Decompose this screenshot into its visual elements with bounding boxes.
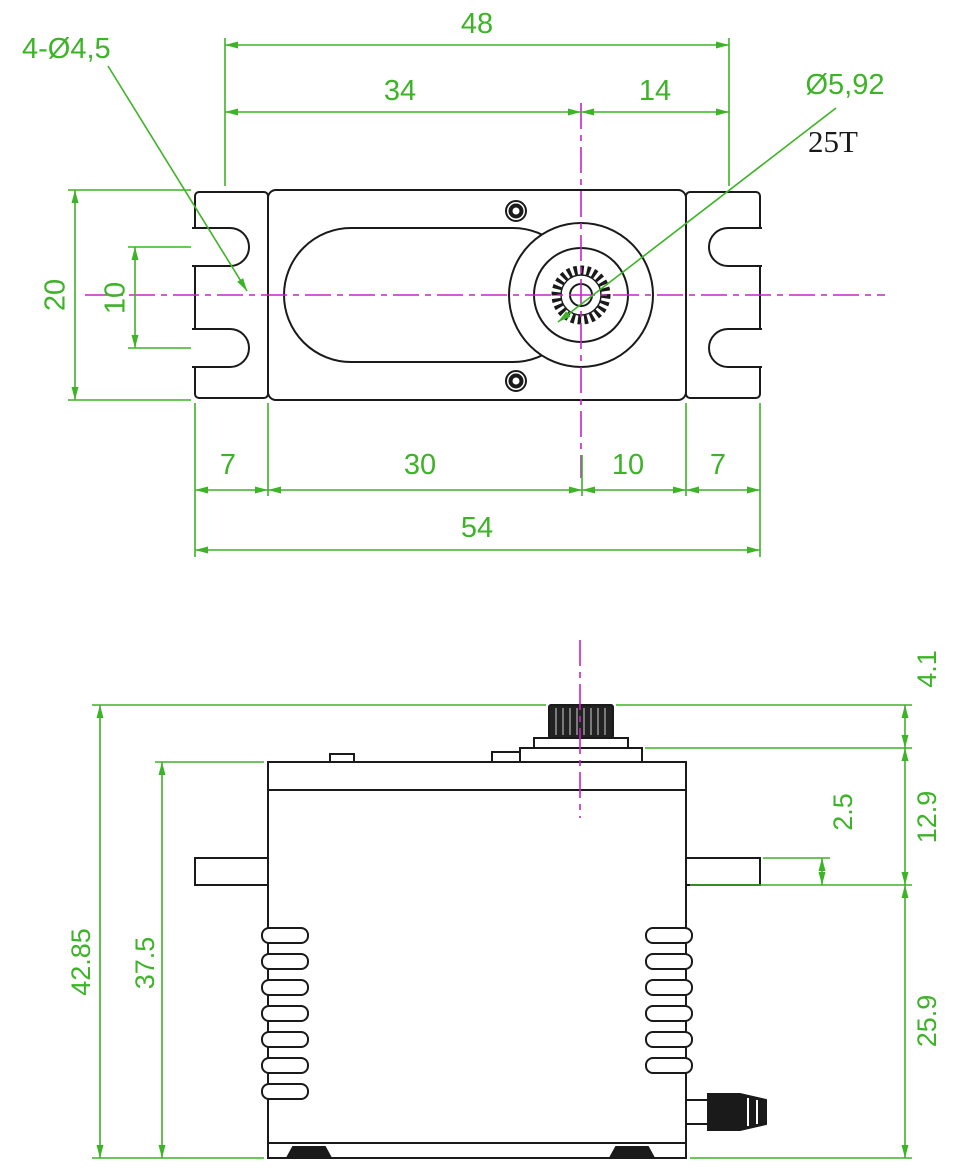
centerlines xyxy=(85,103,885,818)
cooling-fin xyxy=(261,1031,309,1048)
output-spline xyxy=(548,704,614,739)
servo-body-side-outline xyxy=(267,761,687,1159)
dim-label-25-9: 25.9 xyxy=(912,995,942,1048)
dim-label-20: 20 xyxy=(40,279,72,311)
connector-neck xyxy=(685,1099,709,1125)
cooling-fin xyxy=(261,979,309,996)
top-cap-tab-left xyxy=(329,753,355,763)
cooling-fin xyxy=(645,927,693,944)
leader-shaft-diameter xyxy=(557,107,837,323)
dim-label-shaft-diameter: Ø5,92 xyxy=(806,69,885,101)
spline-ridges xyxy=(555,708,606,735)
dim-label-10-slots: 10 xyxy=(100,282,132,314)
cooling-fin xyxy=(645,979,693,996)
cooling-fin xyxy=(645,1005,693,1022)
left-mount-flange-side xyxy=(194,857,269,886)
spline-teeth-label: 25T xyxy=(808,124,858,159)
screw-top-ring xyxy=(508,203,524,219)
dim-label-12-9: 12.9 xyxy=(912,791,942,844)
right-mount-flange-side xyxy=(685,857,761,886)
dim-label-10-bottom: 10 xyxy=(612,449,644,481)
dim-label-mount-holes: 4-Ø4,5 xyxy=(22,33,111,65)
left-tab-slot-lower xyxy=(192,328,250,368)
right-tab-slot-lower xyxy=(708,328,762,368)
dim-label-37-5: 37.5 xyxy=(130,937,160,990)
dim-label-2-5: 2.5 xyxy=(828,793,858,831)
dim-label-14: 14 xyxy=(639,75,671,107)
dim-label-34: 34 xyxy=(384,75,416,107)
dim-label-7-left: 7 xyxy=(220,449,236,481)
cooling-fin xyxy=(261,1083,309,1100)
dim-label-48: 48 xyxy=(461,8,493,40)
shaft-base-platform xyxy=(519,747,643,763)
screw-bottom-ring xyxy=(508,373,524,389)
cooling-fin xyxy=(261,1005,309,1022)
cooling-fin xyxy=(261,953,309,970)
cooling-fin xyxy=(261,927,309,944)
dim-label-42-85: 42.85 xyxy=(66,928,96,996)
cooling-fin xyxy=(645,1057,693,1074)
dimension-labels: 48 34 14 4-Ø4,5 Ø5,92 25T 20 10 7 30 10 … xyxy=(22,8,942,1047)
shaft-collar xyxy=(533,737,629,749)
dimension-lines xyxy=(68,38,912,1159)
cooling-fin xyxy=(645,1031,693,1048)
cooling-fin xyxy=(261,1057,309,1074)
cooling-fin xyxy=(645,953,693,970)
right-foot xyxy=(608,1146,656,1159)
right-tab-slot-upper xyxy=(708,227,762,267)
dim-label-4-1: 4.1 xyxy=(912,650,942,688)
cooling-fins-left xyxy=(261,927,309,1100)
left-foot xyxy=(285,1146,333,1159)
leader-mount-holes xyxy=(107,65,248,292)
cooling-fins-right xyxy=(645,927,693,1074)
dim-label-54: 54 xyxy=(461,512,493,544)
dim-label-7-right: 7 xyxy=(710,449,726,481)
connector-plug xyxy=(707,1093,767,1131)
dim-label-30: 30 xyxy=(404,449,436,481)
side-view xyxy=(194,704,767,1159)
